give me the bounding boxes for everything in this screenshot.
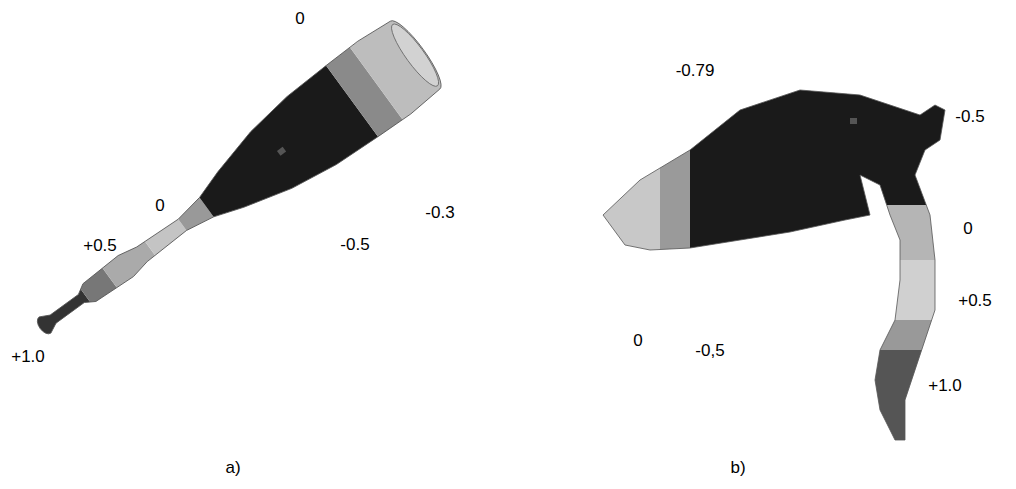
value-label: 0 [633,332,642,349]
value-label: +1.0 [11,348,45,365]
value-label: 0 [295,10,304,27]
value-label: -0,5 [695,342,724,359]
bone-a [2,0,469,379]
value-label: +0.5 [958,292,992,309]
value-label: -0.5 [340,236,369,253]
value-label: -0.5 [955,108,984,125]
value-label: -0.3 [425,204,454,221]
panel-label: b) [730,459,745,476]
bone-b [595,0,965,450]
value-label: +1.0 [928,377,962,394]
value-label: 0 [963,220,972,237]
value-label: +0.5 [83,237,117,254]
value-label: -0.79 [676,62,715,79]
value-label: 0 [155,197,164,214]
panel-label: a) [225,459,240,476]
